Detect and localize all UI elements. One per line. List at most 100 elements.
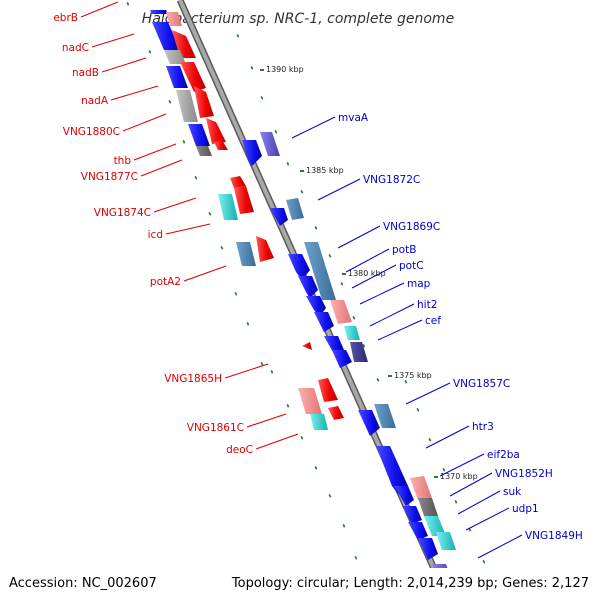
gene-label-VNG1877C[interactable]: VNG1877C: [81, 171, 138, 183]
gene-label-thb[interactable]: thb: [114, 155, 132, 167]
gene-label-map[interactable]: map: [407, 278, 431, 290]
gene-label-VNG1869C[interactable]: VNG1869C: [383, 221, 440, 233]
gene-nadC[interactable]: [152, 22, 180, 50]
leader-line-left: [101, 57, 147, 73]
leader-line-right: [439, 453, 485, 477]
leader-line-right: [457, 490, 501, 515]
gene-cef-blue[interactable]: [324, 336, 344, 354]
scale-tick-label: 1390 kbp: [266, 65, 304, 74]
gene-label-nadC[interactable]: nadC: [62, 42, 89, 54]
grid-dot: [404, 380, 408, 384]
gene-nadB-red[interactable]: [180, 62, 206, 92]
gene-label-VNG1861C[interactable]: VNG1861C: [187, 422, 244, 434]
label-leader-lines: [80, 1, 523, 559]
gene-hit2-blue[interactable]: [314, 312, 334, 332]
scale-tick-label: 1380 kbp: [348, 269, 386, 278]
gene-nadB-blue[interactable]: [166, 66, 188, 88]
grid-dot: [428, 438, 432, 442]
gene-potA2[interactable]: [256, 236, 274, 262]
gene-VNG1852H-blue[interactable]: [394, 486, 414, 506]
gene-label-VNG1865H[interactable]: VNG1865H: [164, 373, 222, 385]
gene-icd[interactable]: [234, 186, 254, 214]
gene-deoC[interactable]: [310, 414, 328, 430]
gene-label-VNG1857C[interactable]: VNG1857C: [453, 378, 510, 390]
grid-dot: [354, 556, 358, 560]
leader-line-left: [140, 159, 183, 177]
gene-label-nadB[interactable]: nadB: [72, 67, 99, 79]
gene-label-udp1[interactable]: udp1: [512, 503, 539, 515]
gene-label-icd[interactable]: icd: [148, 229, 163, 241]
gene-label-VNG1849H[interactable]: VNG1849H: [525, 530, 583, 542]
gene-VNG1861C[interactable]: [298, 388, 322, 414]
gene-nadB[interactable]: [164, 50, 186, 64]
leader-line-left: [183, 265, 227, 282]
grid-dot: [328, 253, 332, 258]
gene-nadA-gray[interactable]: [176, 90, 198, 122]
leader-line-left: [133, 143, 177, 161]
gene-potA2-steel[interactable]: [236, 242, 256, 266]
grid-dot: [362, 344, 366, 348]
gene-VNG1880C[interactable]: [188, 124, 210, 146]
gene-VNG1880C-red[interactable]: [206, 118, 226, 144]
gene-label-ebrB[interactable]: ebrB: [53, 12, 78, 24]
genes-right-strand: [242, 132, 456, 580]
leader-line-right: [351, 264, 397, 289]
gene-VNG1874C[interactable]: [218, 194, 238, 220]
gene-mvaA-blue[interactable]: [242, 140, 262, 166]
gene-thb-red[interactable]: [214, 140, 228, 150]
gene-potC[interactable]: [298, 276, 318, 298]
gene-map-blue[interactable]: [306, 296, 326, 316]
gene-label-potC[interactable]: potC: [399, 260, 424, 272]
gene-VNG1861C-red[interactable]: [318, 378, 338, 402]
gene-suk-blue[interactable]: [402, 506, 422, 524]
gene-label-mvaA[interactable]: mvaA: [338, 112, 369, 124]
gene-deoC-red[interactable]: [328, 406, 344, 420]
gene-eif2ba[interactable]: [410, 476, 432, 500]
gene-nadA[interactable]: [194, 86, 214, 118]
gene-ebrB-pink[interactable]: [166, 12, 182, 26]
scale-tick-label: 1370 kbp: [440, 472, 478, 481]
gene-label-htr3[interactable]: htr3: [472, 421, 494, 433]
gene-VNG1874C-red[interactable]: [230, 176, 246, 188]
gene-label-VNG1880C[interactable]: VNG1880C: [63, 126, 120, 138]
genes-left-strand: [150, 10, 344, 430]
grid-dot: [236, 33, 240, 38]
gene-label-VNG1852H[interactable]: VNG1852H: [495, 468, 553, 480]
gene-VNG1857C[interactable]: [374, 404, 396, 428]
grid-dot: [376, 377, 380, 382]
gene-ebrB-block[interactable]: [150, 10, 168, 14]
gene-label-potA2[interactable]: potA2: [150, 276, 181, 288]
gene-VNG1872C[interactable]: [286, 198, 304, 220]
gene-label-deoC[interactable]: deoC: [226, 444, 253, 456]
gene-label-cef[interactable]: cef: [425, 315, 441, 327]
gene-VNG1849H-blue[interactable]: [418, 538, 438, 560]
gene-udp1-cyan2[interactable]: [436, 532, 456, 550]
gene-suk[interactable]: [418, 498, 438, 516]
gene-label-eif2ba[interactable]: eif2ba: [487, 449, 520, 461]
gene-cef[interactable]: [350, 342, 368, 362]
gene-potB[interactable]: [288, 254, 310, 280]
gene-VNG1857C-blue[interactable]: [358, 410, 380, 436]
gene-label-nadA[interactable]: nadA: [81, 95, 109, 107]
grid-dot: [340, 282, 344, 286]
gene-udp1[interactable]: [424, 516, 446, 536]
gene-VNG1872C-blue[interactable]: [270, 208, 288, 226]
gene-label-hit2[interactable]: hit2: [417, 299, 437, 311]
gene-thb[interactable]: [196, 146, 212, 156]
gene-label-VNG1874C[interactable]: VNG1874C: [94, 207, 151, 219]
gene-hit2[interactable]: [344, 326, 360, 340]
gene-htr3[interactable]: [376, 446, 408, 494]
grid-dot: [126, 1, 130, 6]
gene-map[interactable]: [330, 300, 352, 324]
gene-udp1-blue[interactable]: [408, 522, 428, 540]
gene-VNG1869C[interactable]: [304, 242, 336, 300]
gene-label-VNG1872C[interactable]: VNG1872C: [363, 174, 420, 186]
gene-VNG1865H[interactable]: [302, 342, 312, 350]
gene-label-suk[interactable]: suk: [503, 486, 522, 498]
gene-mvaA[interactable]: [260, 132, 280, 156]
gene-cef-blue2[interactable]: [332, 350, 352, 368]
grid-dot: [352, 316, 356, 320]
gene-label-potB[interactable]: potB: [392, 244, 416, 256]
grid-dot: [220, 246, 224, 250]
